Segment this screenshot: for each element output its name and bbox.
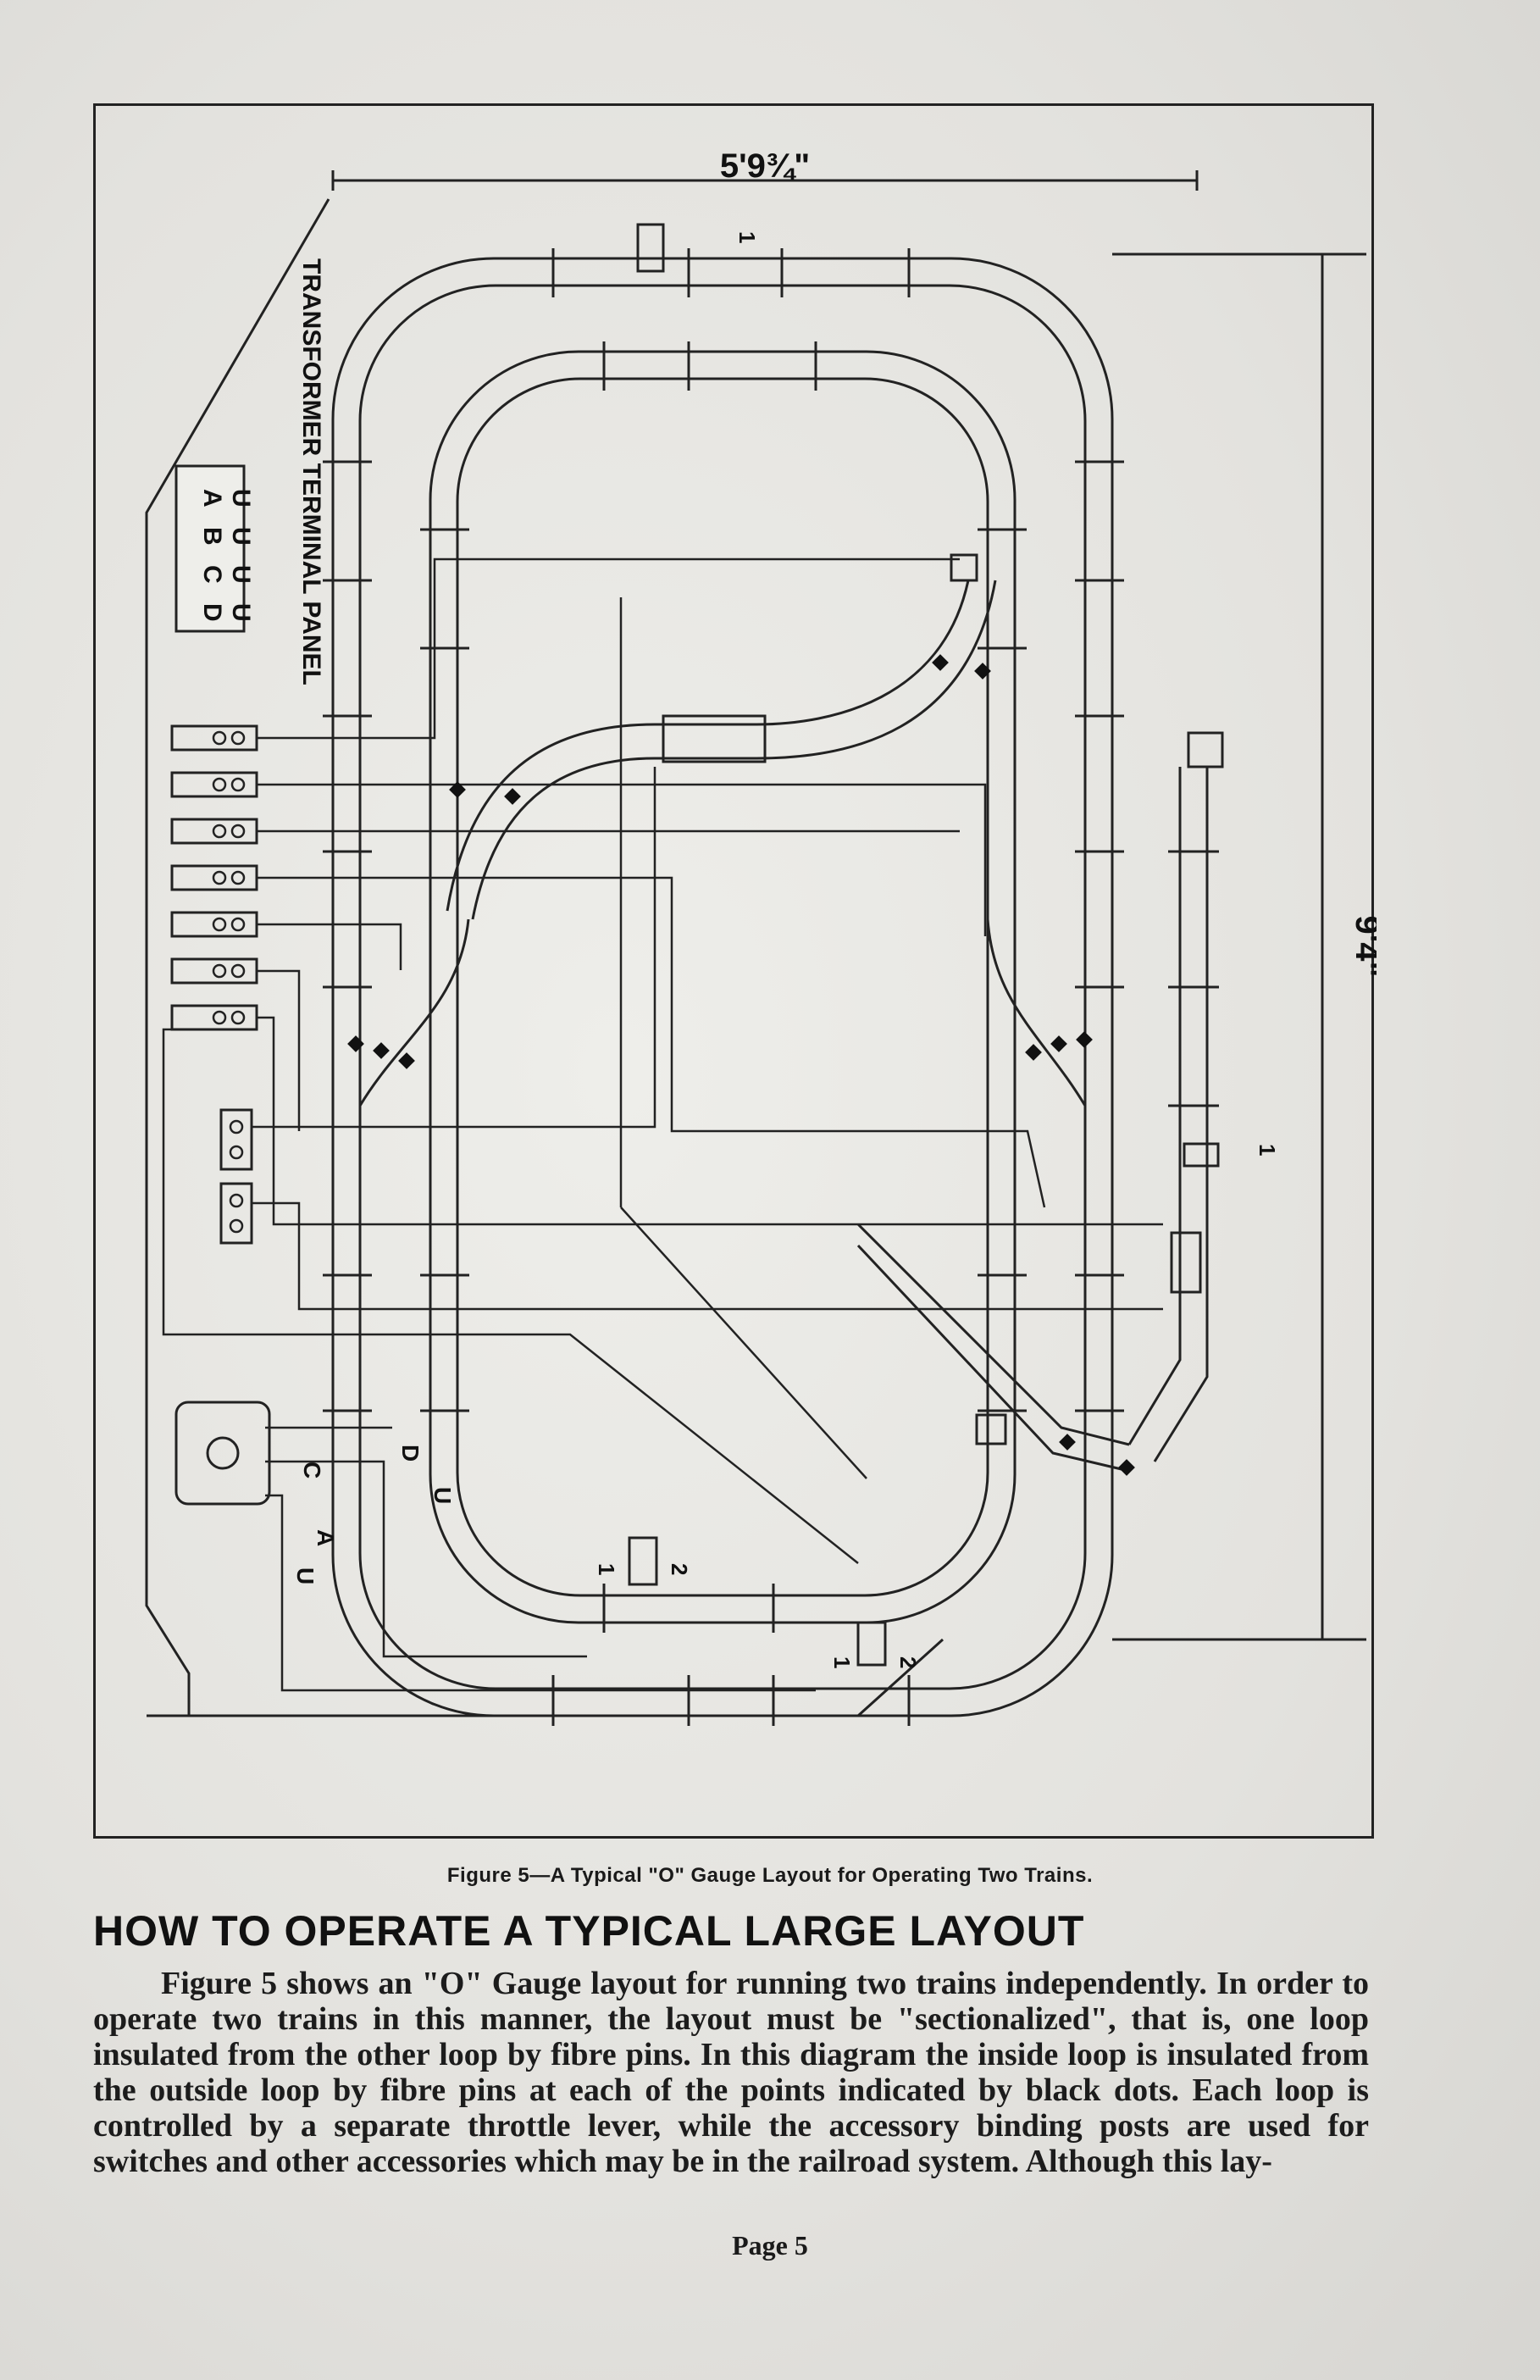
transformer (174, 1401, 271, 1506)
height-dimension-label: 9'4" (1349, 916, 1377, 978)
right-spur-rail-1 (1127, 767, 1182, 1445)
crossover-right-rail-1 (986, 918, 1087, 1107)
width-dimension-label: 5'9¾" (720, 147, 810, 185)
terminal-top-3: U (227, 565, 255, 584)
terminal-bottom-3: C (198, 565, 226, 584)
panel-title: TRANSFORMER TERMINAL PANEL (297, 258, 325, 685)
terminal-top-4: U (227, 603, 255, 622)
transformer-label-d: D (397, 1445, 424, 1462)
terminal-panel-box (174, 464, 246, 633)
crossover-upper-rail-1 (446, 580, 970, 912)
terminal-top-2: U (227, 527, 255, 546)
figure-frame: 5'9¾" 9'4" TRANSFORMER TERMINAL PANEL U … (93, 103, 1377, 1839)
transformer-label-c: C (299, 1462, 325, 1478)
transformer-label-u1: U (429, 1487, 456, 1504)
transformer-label-u2: U (292, 1567, 319, 1584)
right-spur-rail-2 (1153, 767, 1209, 1462)
terminal-bottom-4: D (198, 603, 226, 622)
body-text: Figure 5 shows an "O" Gauge layout for r… (93, 1966, 1369, 2179)
fibre-pin-dots (347, 654, 1135, 1476)
siding-diagonal-rail-2 (856, 1244, 1126, 1472)
crossover-left-rail-1 (358, 918, 470, 1107)
inner-loop-inner-rail (456, 377, 989, 1597)
track-layout-diagram: 5'9¾" 9'4" TRANSFORMER TERMINAL PANEL U … (145, 147, 1377, 1726)
crossover-upper-rail-2 (471, 580, 997, 920)
binding-posts (170, 724, 258, 1245)
track-label-1c: 1 (1255, 1144, 1280, 1156)
body-paragraph: Figure 5 shows an "O" Gauge layout for r… (93, 1966, 1369, 2179)
terminal-bottom-1: A (198, 489, 226, 508)
track-label-1b: 1 (829, 1656, 855, 1668)
figure-caption: Figure 5—A Typical "O" Gauge Layout for … (446, 1864, 1094, 1887)
page-number: Page 5 (732, 2230, 808, 2261)
panel-outline (145, 198, 330, 1716)
track-label-2b: 2 (895, 1656, 921, 1668)
outer-loop-inner-rail (358, 284, 1087, 1690)
terminal-bottom-2: B (198, 527, 226, 546)
track-label-1d: 1 (734, 231, 760, 243)
track-label-2a: 2 (667, 1563, 692, 1575)
track-label-1a: 1 (594, 1563, 619, 1575)
wiring (162, 558, 1163, 1692)
transformer-label-a: A (313, 1529, 339, 1546)
terminal-top-1: U (227, 489, 255, 508)
siding-diagonal-rail-1 (856, 1223, 1130, 1446)
page-heading: HOW TO OPERATE A TYPICAL LARGE LAYOUT (93, 1907, 1085, 1955)
inner-loop-outer-rail (429, 350, 1017, 1624)
